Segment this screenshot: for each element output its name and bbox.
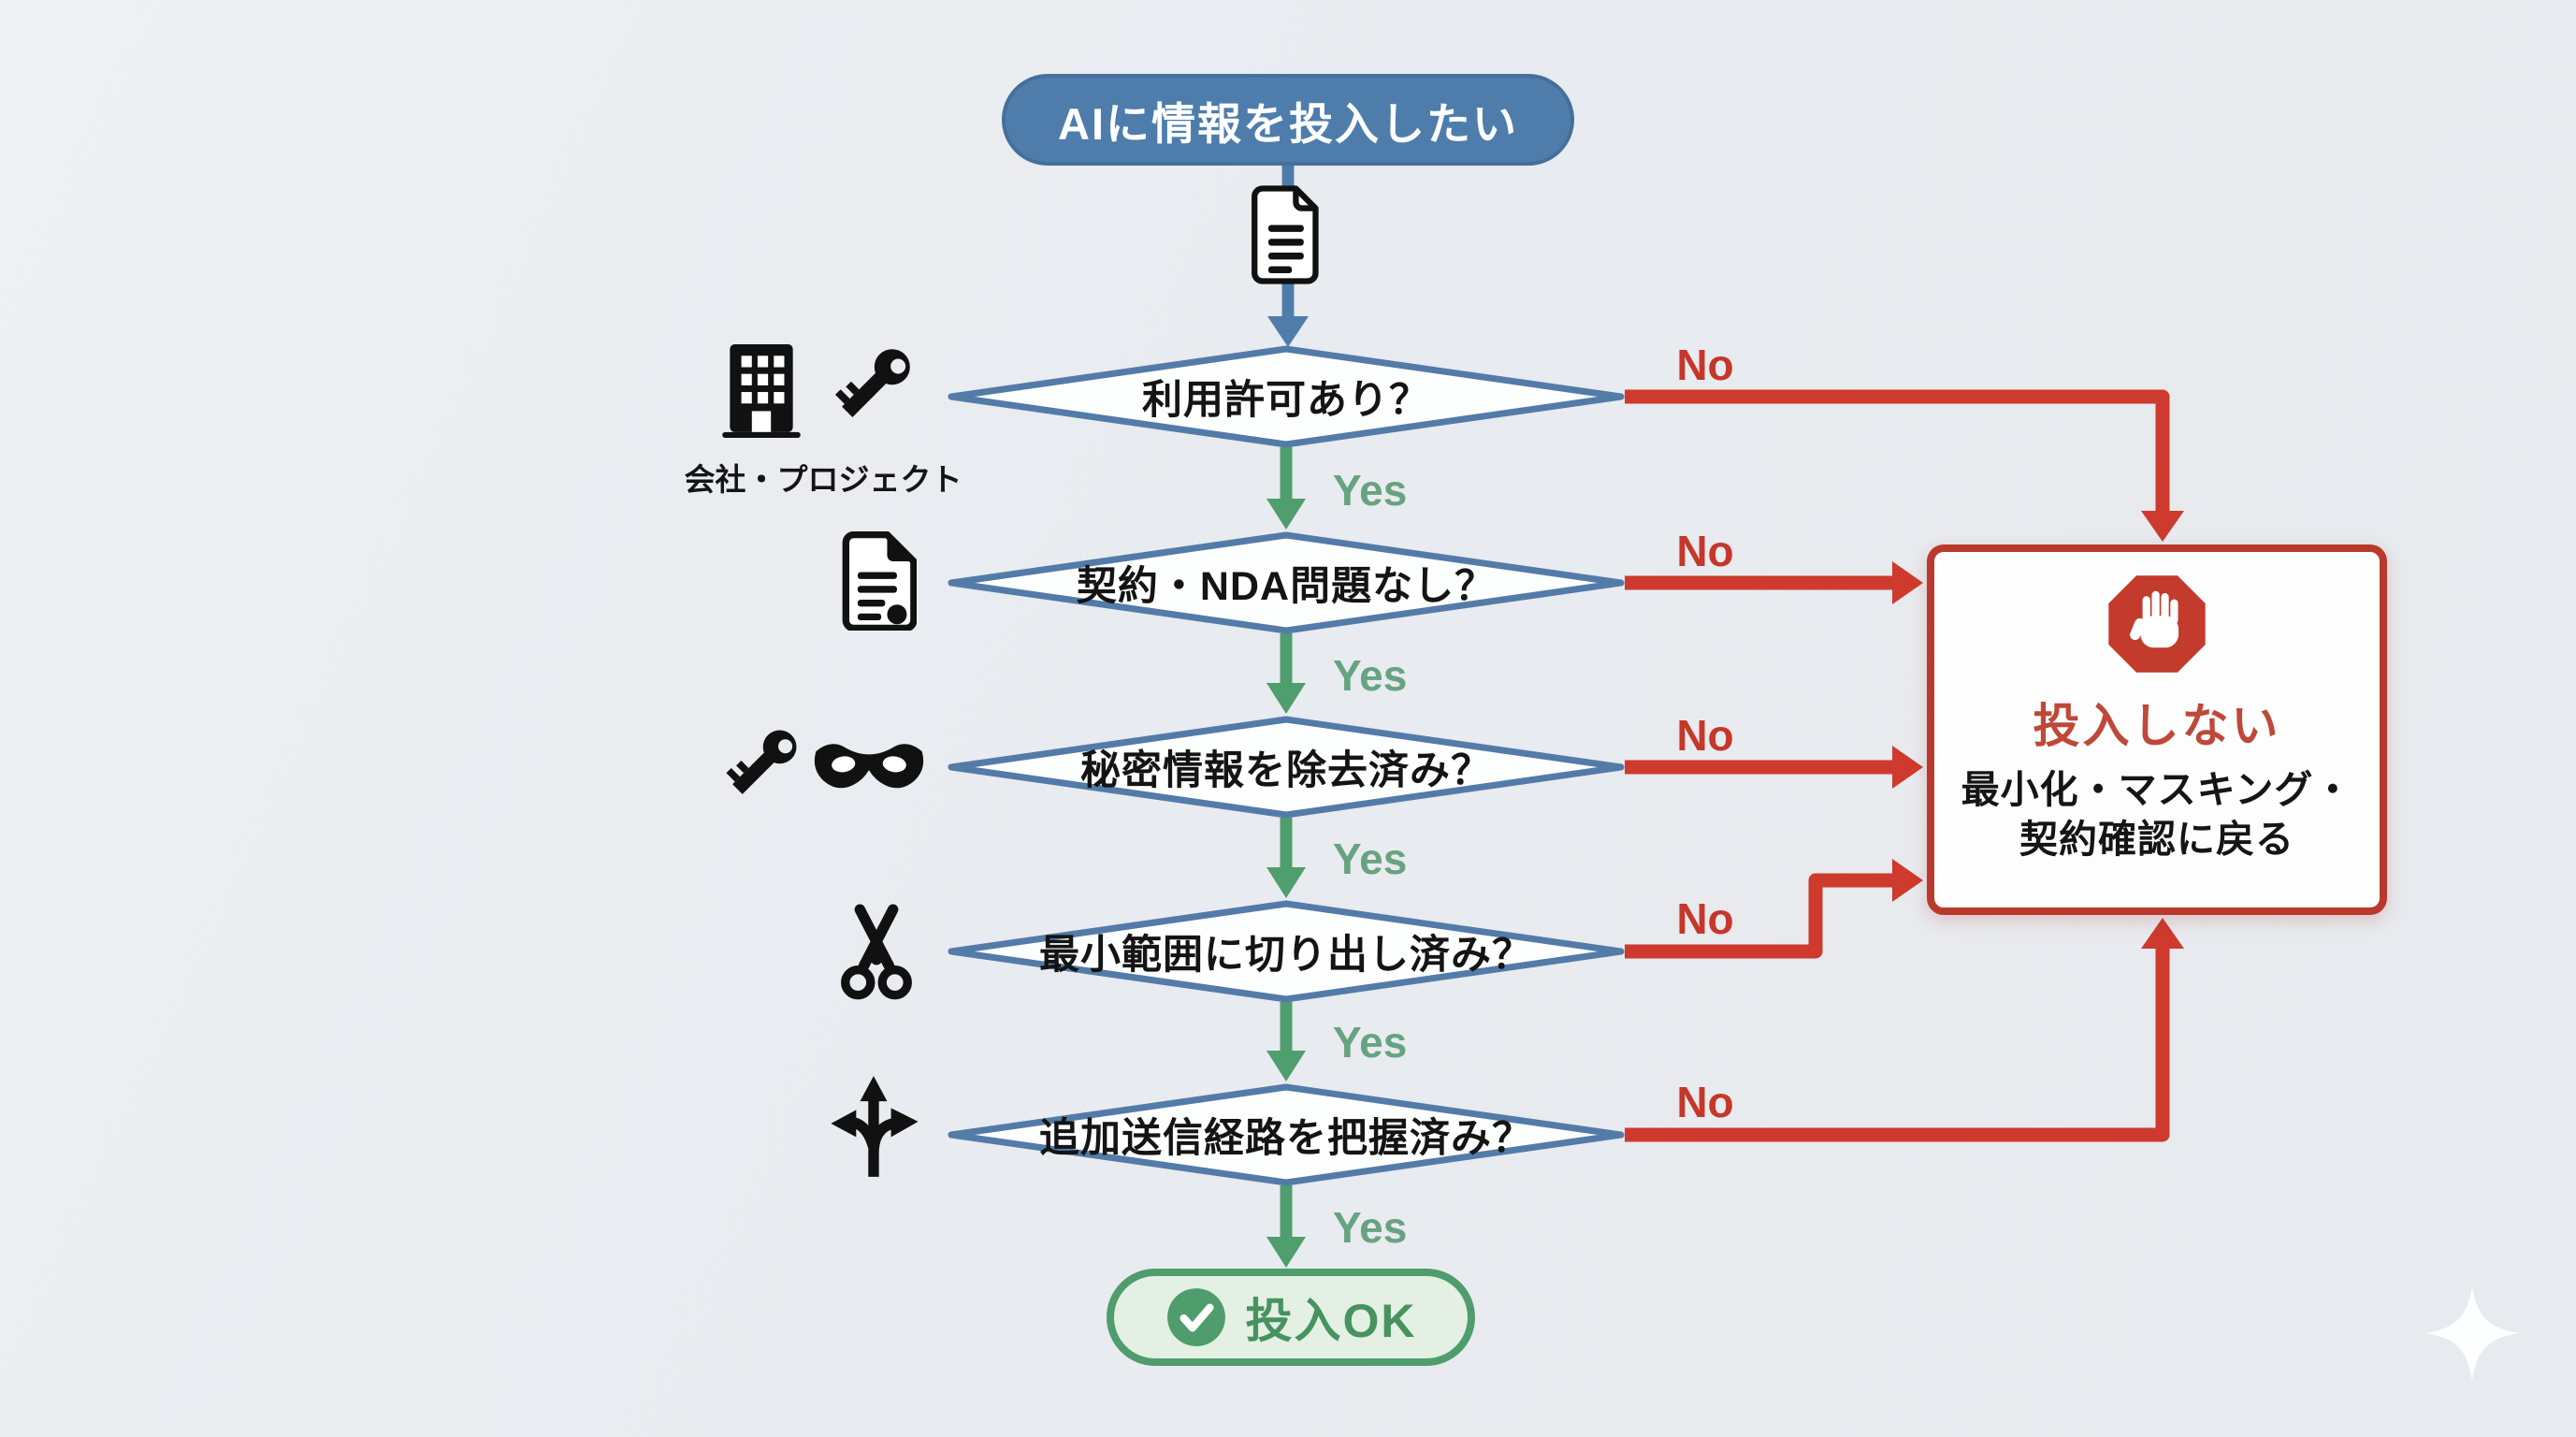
document-icon [1252,185,1319,284]
yes-arrow-1 [1266,447,1306,530]
diamond-shape [948,716,1625,819]
stop-hand-icon [2108,575,2206,673]
no-arrow-5 [1625,918,2184,1142]
stop-subtitle-line1: 最小化・マスキング・ [1961,768,2353,811]
yes-arrow-2 [1266,633,1306,714]
yes-arrow-5 [1266,1185,1306,1268]
decision-label: 秘密情報を除去済み？ [1080,748,1492,793]
yes-label-5: Yes [1333,1203,1408,1252]
stop-title: 投入しない [2033,700,2281,752]
stop-subtitle: 最小化・マスキング・ 契約確認に戻る [1961,765,2353,865]
no-label-4: No [1676,894,1734,943]
yes-label-2: Yes [1333,651,1408,700]
mask-icon [814,744,924,789]
yes-arrow-3 [1266,818,1306,898]
branch-arrows-icon [831,1076,919,1177]
decision-minimum-scope: 最小範囲に切り出し済み？ [948,899,1625,1004]
no-arrow-1 [1625,389,2184,542]
start-node-label: AIに情報を投入したい [1058,98,1518,149]
decision-contract-nda: 契約・NDA問題なし？ [948,530,1625,635]
decision-label: 利用許可あり？ [1142,378,1430,423]
decision-label: 契約・NDA問題なし？ [1076,564,1497,609]
contract-icon [842,531,917,631]
yes-label-1: Yes [1333,466,1408,515]
no-label-3: No [1676,711,1734,760]
yes-arrow-4 [1266,1002,1306,1081]
stop-subtitle-line2: 契約確認に戻る [2019,818,2294,862]
key-icon [726,730,797,794]
scissors-icon [841,904,912,1000]
decision-transmission-routes: 追加送信経路を把握済み？ [948,1082,1625,1187]
start-node: AIに情報を投入したい [1002,74,1574,166]
key-icon [834,349,910,417]
building-icon [722,344,801,438]
check-icon [1166,1288,1225,1346]
success-label: 投入OK [1245,1295,1417,1347]
decision-usage-permission: 利用許可あり？ [948,344,1625,449]
no-label-1: No [1676,341,1734,389]
no-label-5: No [1676,1078,1734,1126]
no-arrow-3 [1625,746,1923,789]
success-node: 投入OK [1107,1269,1475,1366]
diamond-shape [948,1083,1625,1186]
diamond-shape [948,345,1625,448]
decision-label: 最小範囲に切り出し済み？ [1039,933,1533,978]
yes-label-4: Yes [1333,1018,1408,1067]
no-label-2: No [1676,527,1734,575]
yes-label-3: Yes [1333,835,1408,883]
decision-label: 追加送信経路を把握済み？ [1039,1116,1533,1161]
decision-caption: 会社・プロジェクト [684,462,962,497]
no-arrow-4 [1625,859,1923,959]
stop-node: 投入しない 最小化・マスキング・ 契約確認に戻る [1927,544,2387,915]
diamond-shape [948,531,1625,634]
no-arrow-2 [1625,561,1923,604]
diamond-shape [948,900,1625,1003]
sparkle-icon [2424,1285,2520,1381]
decision-secrets-removed: 秘密情報を除去済み？ [948,715,1625,820]
